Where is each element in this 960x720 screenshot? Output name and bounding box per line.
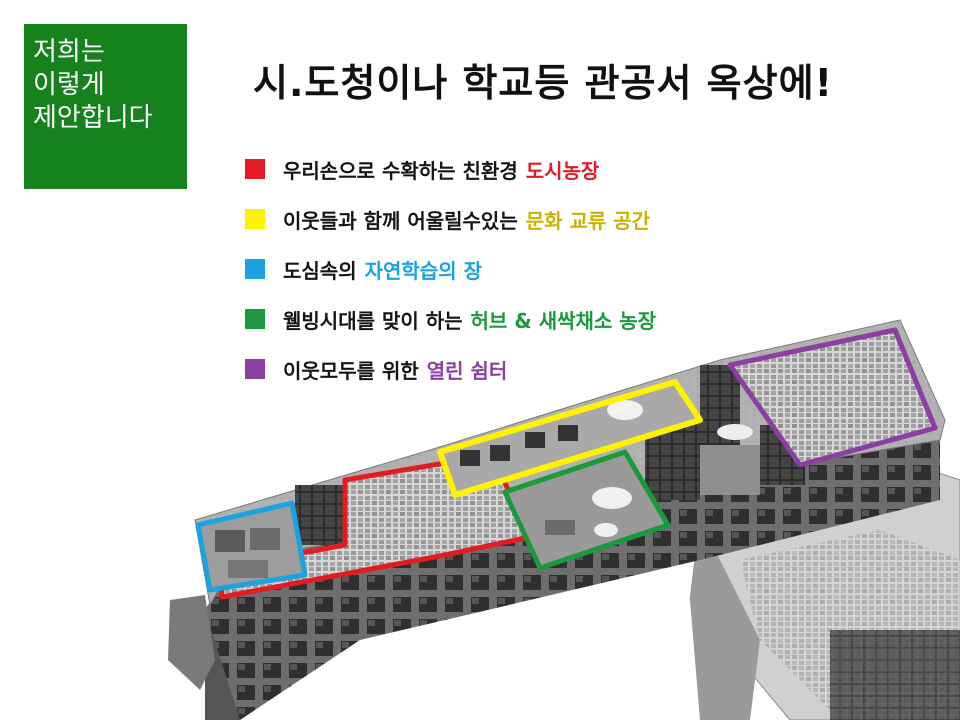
- legend-text: 우리손으로 수확하는 친환경: [283, 158, 518, 183]
- legend-item-herb-farm: 웰빙시대를 맞이 하는 허브 & 새싹채소 농장: [245, 294, 656, 344]
- legend-highlight: 열린 쉼터: [426, 358, 508, 383]
- zone-nature-study: [195, 500, 308, 593]
- legend-item-urban-farm: 우리손으로 수확하는 친환경 도시농장: [245, 144, 656, 194]
- legend-highlight: 문화 교류 공간: [525, 208, 651, 233]
- legend-item-open-shelter: 이웃모두를 위한 열린 쉼터: [245, 344, 656, 394]
- legend-text: 도심속의: [283, 258, 357, 283]
- zone-culture-space: [437, 379, 703, 498]
- yellow-square-icon: [245, 209, 265, 229]
- proposal-badge: 저희는 이렇게 제안합니다: [24, 24, 187, 189]
- legend-item-nature-study: 도심속의 자연학습의 장: [245, 244, 656, 294]
- proposal-badge-text: 저희는 이렇게 제안합니다: [33, 36, 153, 135]
- legend-text: 이웃모두를 위한: [283, 358, 419, 383]
- badge-line-3: 제안합니다: [33, 103, 153, 133]
- green-square-icon: [245, 309, 265, 329]
- legend-text: 웰빙시대를 맞이 하는: [283, 308, 463, 333]
- legend-item-culture-space: 이웃들과 함께 어울릴수있는 문화 교류 공간: [245, 194, 656, 244]
- legend-highlight: 자연학습의 장: [364, 258, 482, 283]
- legend-text: 이웃들과 함께 어울릴수있는: [283, 208, 518, 233]
- zone-herb-farm: [502, 449, 671, 571]
- badge-line-2: 이렇게: [33, 70, 105, 100]
- legend-list: 우리손으로 수확하는 친환경 도시농장 이웃들과 함께 어울릴수있는 문화 교류…: [245, 144, 656, 394]
- blue-square-icon: [245, 259, 265, 279]
- red-square-icon: [245, 159, 265, 179]
- badge-line-1: 저희는: [33, 37, 105, 67]
- page-title: 시.도청이나 학교등 관공서 옥상에!: [253, 61, 833, 105]
- purple-square-icon: [245, 359, 265, 379]
- legend-highlight: 허브 & 새싹채소 농장: [470, 308, 657, 333]
- legend-highlight: 도시농장: [525, 158, 600, 183]
- zone-open-shelter: [727, 327, 938, 468]
